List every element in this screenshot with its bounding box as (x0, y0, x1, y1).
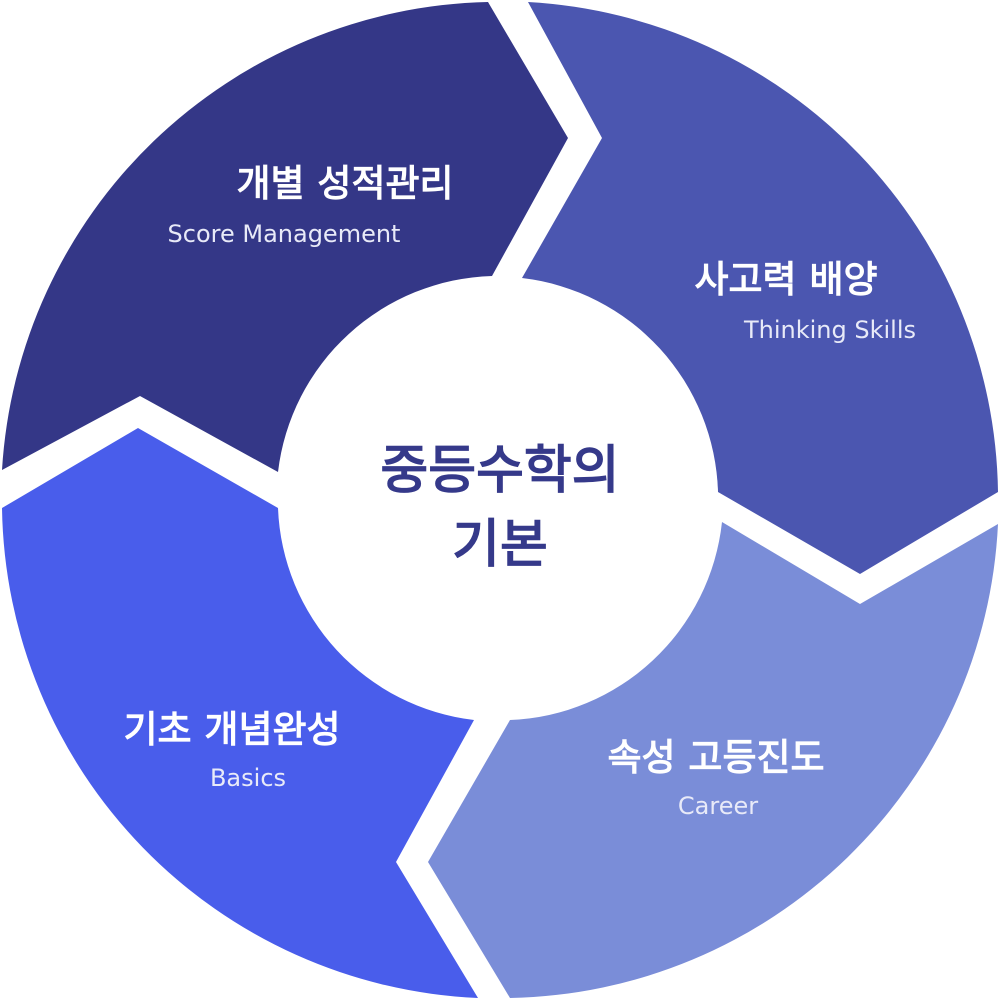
segment-career-shape (428, 522, 998, 998)
segment-basics-subtitle: Basics (210, 764, 286, 792)
center-title-line1: 중등수학의 (380, 441, 619, 501)
segment-score-subtitle: Score Management (168, 220, 401, 248)
segment-thinking-subtitle: Thinking Skills (743, 316, 916, 344)
segment-score-title: 개별 성적관리 (236, 162, 453, 205)
segment-basics-shape (2, 428, 478, 998)
segment-score-management: 개별 성적관리 Score Management (2, 2, 568, 472)
segment-career-title: 속성 고등진도 (607, 736, 824, 779)
segment-thinking-title: 사고력 배양 (694, 258, 877, 301)
center-circle (282, 282, 718, 718)
segment-basics-title: 기초 개념완성 (123, 708, 340, 751)
segment-thinking-skills: 사고력 배양 Thinking Skills (522, 2, 998, 574)
segment-thinking-shape (522, 2, 998, 574)
segment-score-shape (2, 2, 568, 472)
segment-basics: 기초 개념완성 Basics (2, 428, 478, 998)
segment-career: 속성 고등진도 Career (428, 522, 998, 998)
center-title-line2: 기본 (452, 515, 548, 575)
center-hub: 중등수학의 기본 (282, 282, 718, 718)
segment-career-subtitle: Career (678, 792, 758, 820)
